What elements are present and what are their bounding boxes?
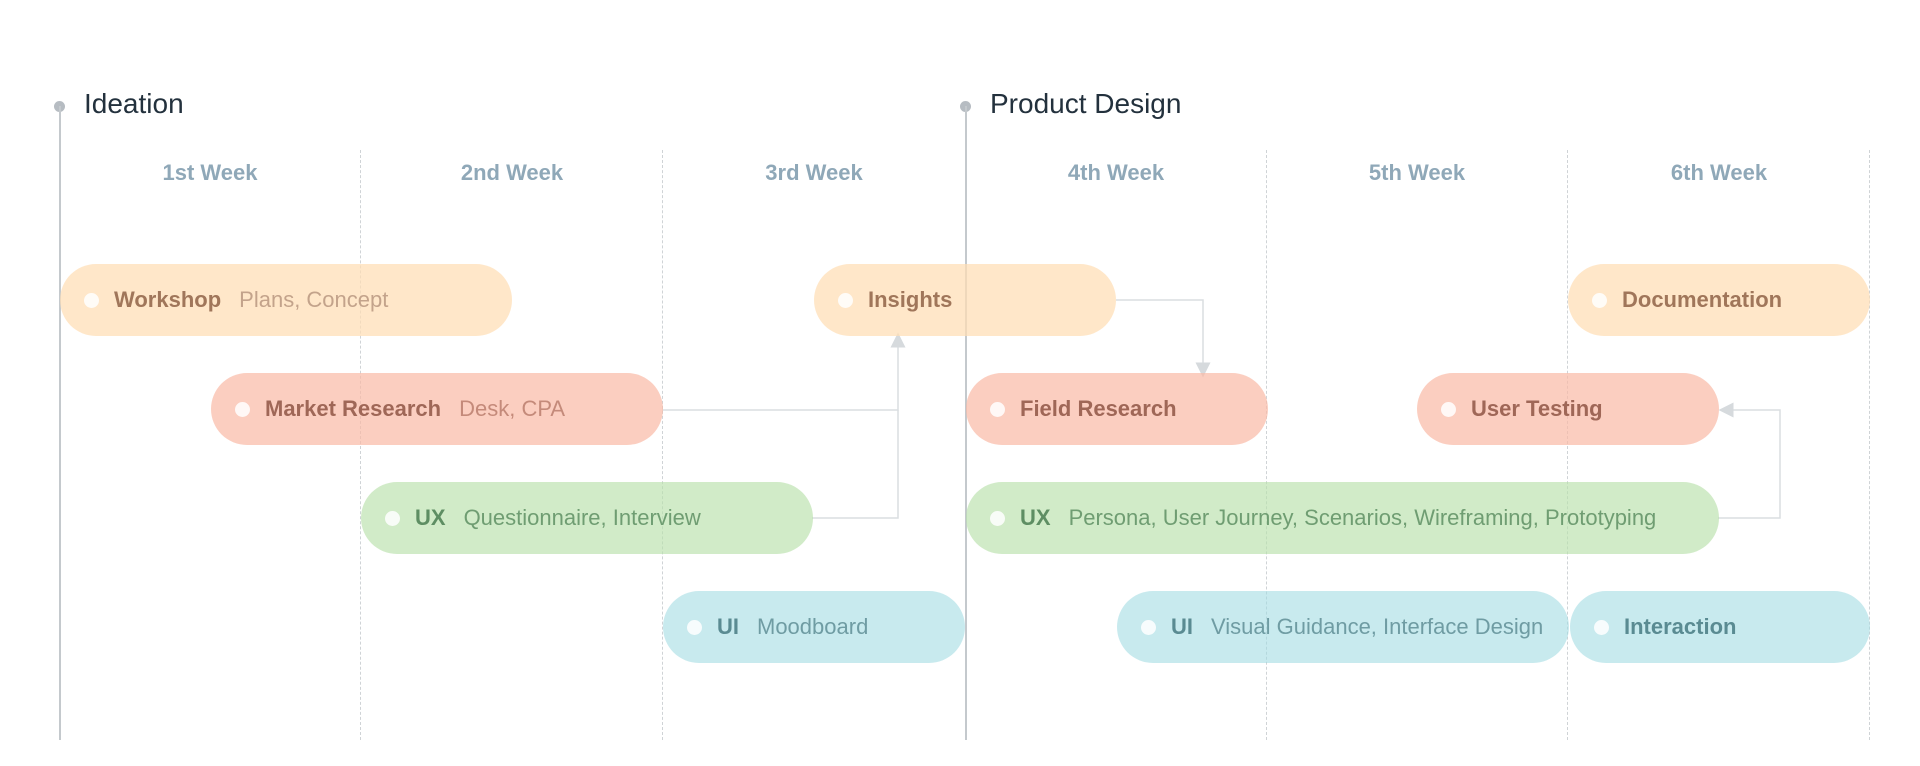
week-separator (1567, 150, 1568, 740)
connector-insights-to-field-research (1116, 299, 1211, 378)
bullet-dot (990, 510, 1005, 526)
week-separator (360, 150, 361, 740)
bullet-dot (1141, 619, 1156, 635)
week-label-3: 3rd Week (765, 160, 863, 185)
task-market-research[interactable]: Market Research Desk, CPA (211, 373, 663, 445)
bullet-dot (385, 510, 400, 526)
week-label-5: 5th Week (1368, 160, 1466, 185)
task-user-testing[interactable]: User Testing (1417, 373, 1719, 445)
phase-divider-line (59, 106, 61, 740)
task-interaction[interactable]: Interaction (1570, 591, 1870, 663)
task-name: Workshop (114, 287, 222, 312)
phase-title-product-design: Product Design (990, 88, 1182, 119)
phase-divider-line (965, 106, 967, 740)
task-name: UX (415, 505, 446, 530)
week-separator (1266, 150, 1267, 740)
week-label-6: 6th Week (1670, 160, 1768, 185)
bullet-dot (1594, 619, 1609, 635)
task-ux-persona[interactable]: UX Persona, User Journey, Scenarios, Wir… (966, 482, 1719, 554)
bullet-dot (235, 401, 250, 417)
task-documentation[interactable]: Documentation (1568, 264, 1870, 336)
bullet-dot (838, 292, 853, 308)
task-detail: Moodboard (757, 614, 869, 639)
week-label-2: 2nd Week (460, 160, 564, 185)
week-label-1: 1st Week (162, 160, 258, 185)
task-ui-moodboard[interactable]: UI Moodboard (663, 591, 965, 663)
bullet-dot (1441, 401, 1456, 417)
task-name: User Testing (1471, 396, 1603, 421)
task-name: UI (717, 614, 739, 639)
task-name: UX (1020, 505, 1051, 530)
task-name: Interaction (1624, 614, 1737, 639)
connector-to-insights (662, 332, 906, 411)
connector-ux-to-user-testing (1718, 402, 1781, 519)
task-detail: Visual Guidance, Interface Design (1211, 614, 1544, 639)
task-detail: Persona, User Journey, Scenarios, Wirefr… (1068, 505, 1657, 530)
connector-ux-to-insights (812, 410, 899, 519)
task-name: Insights (868, 287, 953, 312)
week-label-4: 4th Week (1067, 160, 1165, 185)
task-insights[interactable]: Insights (814, 264, 1116, 336)
task-detail: Plans, Concept (239, 287, 389, 312)
bullet-dot (1592, 292, 1607, 308)
week-separator (1869, 150, 1870, 740)
phase-title-ideation: Ideation (84, 88, 184, 119)
bullet-dot (990, 401, 1005, 417)
bullet-dot (84, 292, 99, 308)
task-field-research[interactable]: Field Research (966, 373, 1268, 445)
task-ui-visual-guidance[interactable]: UI Visual Guidance, Interface Design (1117, 591, 1569, 663)
week-separator (662, 150, 663, 740)
task-detail: Desk, CPA (459, 396, 566, 421)
task-name: Field Research (1020, 396, 1177, 421)
bullet-dot (687, 619, 702, 635)
task-workshop[interactable]: Workshop Plans, Concept (60, 264, 512, 336)
task-ux-questionnaire[interactable]: UX Questionnaire, Interview (361, 482, 813, 554)
task-name: UI (1171, 614, 1193, 639)
task-name: Documentation (1622, 287, 1783, 312)
task-name: Market Research (265, 396, 442, 421)
task-detail: Questionnaire, Interview (463, 505, 701, 530)
